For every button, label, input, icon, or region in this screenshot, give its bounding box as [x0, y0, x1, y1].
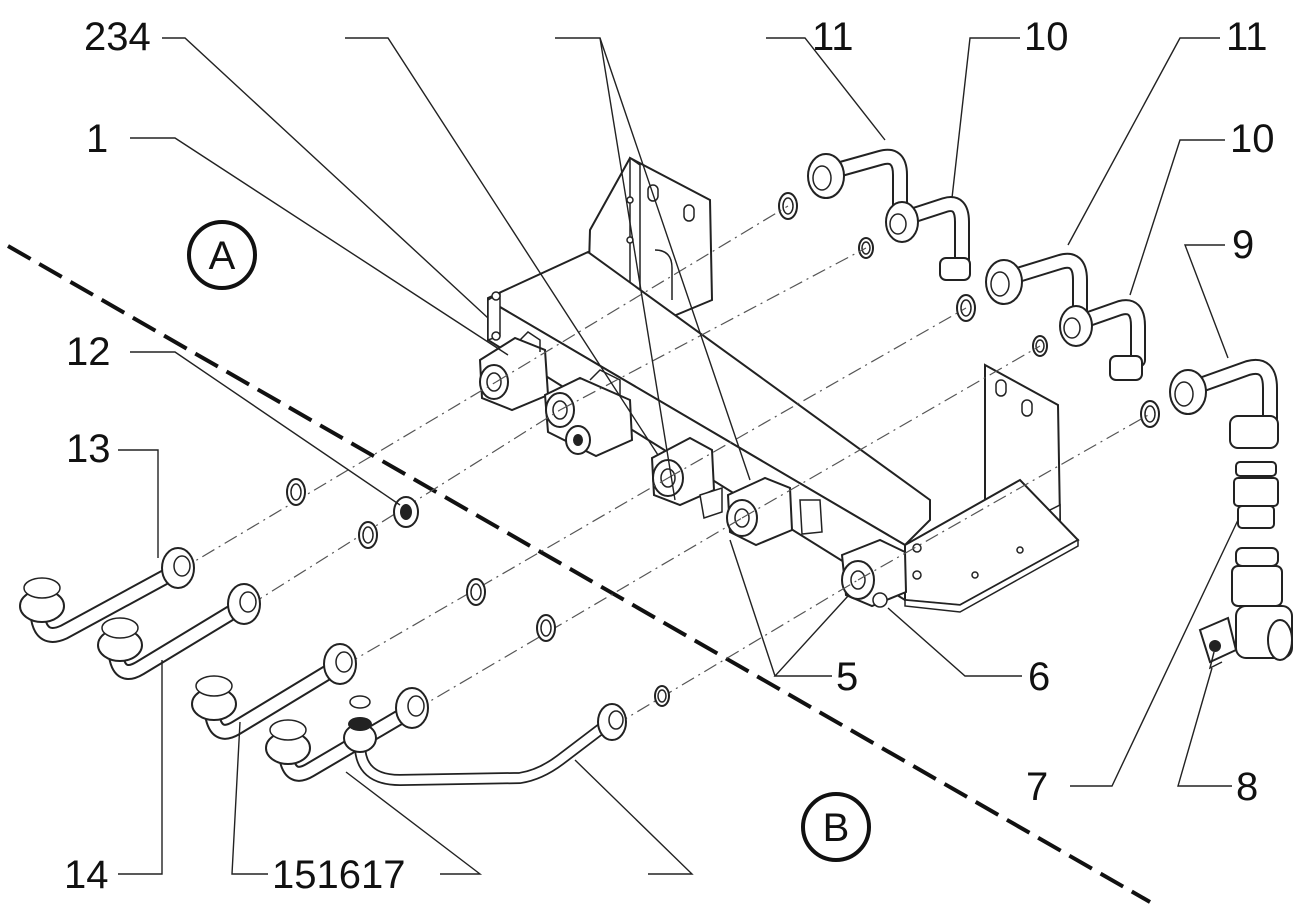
valve-8: [1198, 547, 1293, 670]
callout-12: 12: [66, 330, 111, 374]
elbow-11-lower: [985, 252, 1088, 326]
zone-b-label: B: [823, 806, 850, 850]
pipe-13: [19, 547, 195, 643]
pipe-15: [191, 643, 357, 740]
callout-9: 9: [1232, 223, 1254, 267]
valve-center-right: [726, 476, 794, 547]
elbow-10-lower: [1059, 299, 1146, 381]
callout-10-upper: 10: [1024, 15, 1069, 59]
valve-mid: [650, 436, 723, 519]
elbow-10-upper: [885, 196, 971, 281]
callout-151617: 151617: [272, 853, 405, 897]
zone-b-marker: B: [801, 792, 871, 862]
pipe-14: [97, 583, 261, 680]
callout-14: 14: [64, 853, 109, 897]
leader-lines: [118, 37, 1239, 875]
callout-8: 8: [1236, 765, 1258, 809]
pipe-16: [265, 687, 429, 782]
callout-6: 6: [1028, 655, 1050, 699]
elbow-11-upper: [807, 148, 908, 218]
callout-5: 5: [836, 655, 858, 699]
pipe-17: [343, 695, 627, 786]
callout-11-upper: 11: [812, 15, 854, 59]
zone-a-label: A: [209, 234, 236, 278]
fitting-7: [1233, 461, 1279, 529]
zone-a-marker: A: [187, 220, 257, 290]
callout-7: 7: [1026, 765, 1048, 809]
callout-13: 13: [66, 427, 111, 471]
callout-11-lower: 11: [1226, 15, 1268, 59]
callout-1: 1: [86, 117, 108, 161]
callout-234: 234: [84, 15, 151, 59]
callout-10-lower: 10: [1230, 117, 1275, 161]
elbow-9: [1169, 359, 1279, 449]
zone-separator-line: [7, 244, 1151, 904]
alignment-axes: [179, 205, 1151, 726]
